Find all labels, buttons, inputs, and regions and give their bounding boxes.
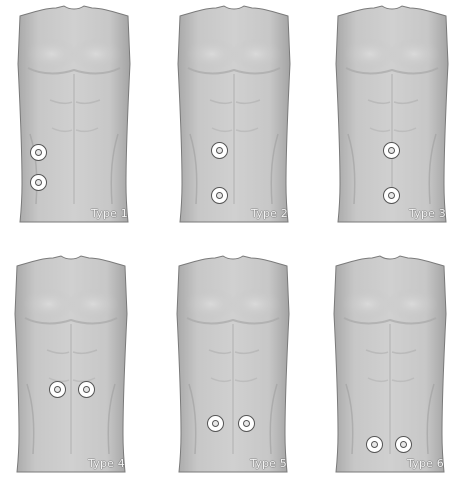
torso-panel-type-3: Type 3 [328,4,454,226]
electrode-right [78,381,95,398]
torso-panel-type-4: Type 4 [7,254,135,476]
torso-panel-type-6: Type 6 [326,254,454,476]
torso-illustration [169,254,297,476]
electrode-upper [383,142,400,159]
torso-illustration [170,4,298,226]
electrode-lower [30,174,47,191]
electrode-right [238,415,255,432]
electrode-lower [211,187,228,204]
torso-illustration [10,4,138,226]
torso-panel-type-1: Type 1 [10,4,138,226]
torso-panel-type-2: Type 2 [170,4,298,226]
torso-illustration [7,254,135,476]
type-label: Type 3 [409,207,446,220]
type-label: Type 6 [407,457,444,470]
electrode-left [49,381,66,398]
torso-illustration [326,254,454,476]
torso-panel-type-5: Type 5 [169,254,297,476]
type-label: Type 4 [88,457,125,470]
electrode-right [395,436,412,453]
type-label: Type 5 [250,457,287,470]
electrode-left [207,415,224,432]
electrode-upper [211,142,228,159]
electrode-upper [30,144,47,161]
type-label: Type 2 [251,207,288,220]
electrode-left [366,436,383,453]
electrode-lower [383,187,400,204]
type-label: Type 1 [91,207,128,220]
